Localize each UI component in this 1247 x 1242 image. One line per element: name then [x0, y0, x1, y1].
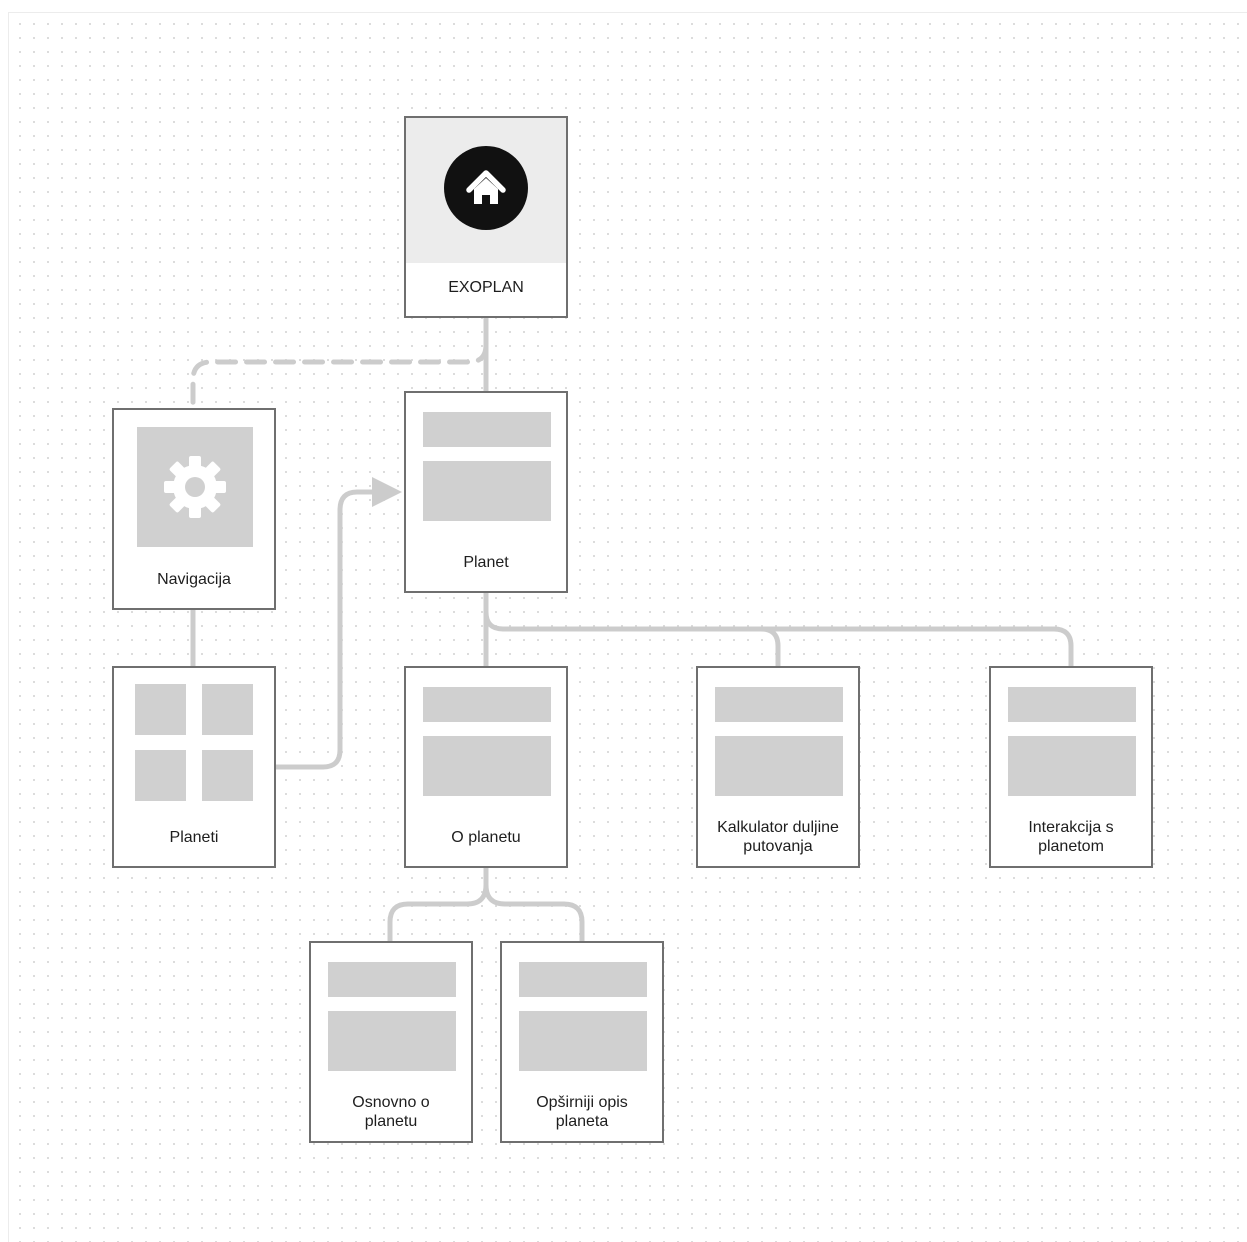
node-planet[interactable]: Planet: [404, 391, 568, 593]
node-opsirniji[interactable]: Opširniji opis planeta: [500, 941, 664, 1143]
node-o-planetu-label: O planetu: [451, 829, 521, 846]
content-placeholder-body: [1008, 736, 1136, 796]
node-exoplan[interactable]: EXOPLAN: [404, 116, 568, 318]
content-placeholder-body: [519, 1011, 647, 1071]
node-navigacija[interactable]: Navigacija: [112, 408, 276, 610]
gear-icon: [164, 456, 226, 518]
content-placeholder-top: [1008, 687, 1136, 722]
content-placeholder-top: [328, 962, 456, 997]
gear-panel: [137, 427, 253, 547]
node-opsirniji-label: Opširniji opis planeta: [536, 1094, 628, 1130]
grid-icon: [135, 684, 253, 801]
node-kalkulator-label: Kalkulator duljine putovanja: [717, 819, 839, 855]
node-planeti-label: Planeti: [169, 829, 219, 846]
node-exoplan-label: EXOPLAN: [448, 279, 524, 296]
node-o-planetu[interactable]: O planetu: [404, 666, 568, 868]
content-placeholder-body: [328, 1011, 456, 1071]
home-icon: [466, 170, 506, 204]
content-placeholder-body: [423, 461, 551, 521]
content-placeholder-top: [423, 412, 551, 447]
node-planet-label: Planet: [463, 554, 509, 571]
node-planeti[interactable]: Planeti: [112, 666, 276, 868]
node-interakcija[interactable]: Interakcija s planetom: [989, 666, 1153, 868]
node-interakcija-label: Interakcija s planetom: [1028, 819, 1114, 855]
content-placeholder-body: [423, 736, 551, 796]
node-kalkulator[interactable]: Kalkulator duljine putovanja: [696, 666, 860, 868]
node-osnovno[interactable]: Osnovno o planetu: [309, 941, 473, 1143]
node-osnovno-label: Osnovno o planetu: [352, 1094, 430, 1130]
node-navigacija-label: Navigacija: [157, 571, 231, 588]
content-placeholder-top: [423, 687, 551, 722]
content-placeholder-body: [715, 736, 843, 796]
home-icon-circle: [444, 146, 528, 230]
content-placeholder-top: [715, 687, 843, 722]
content-placeholder-top: [519, 962, 647, 997]
